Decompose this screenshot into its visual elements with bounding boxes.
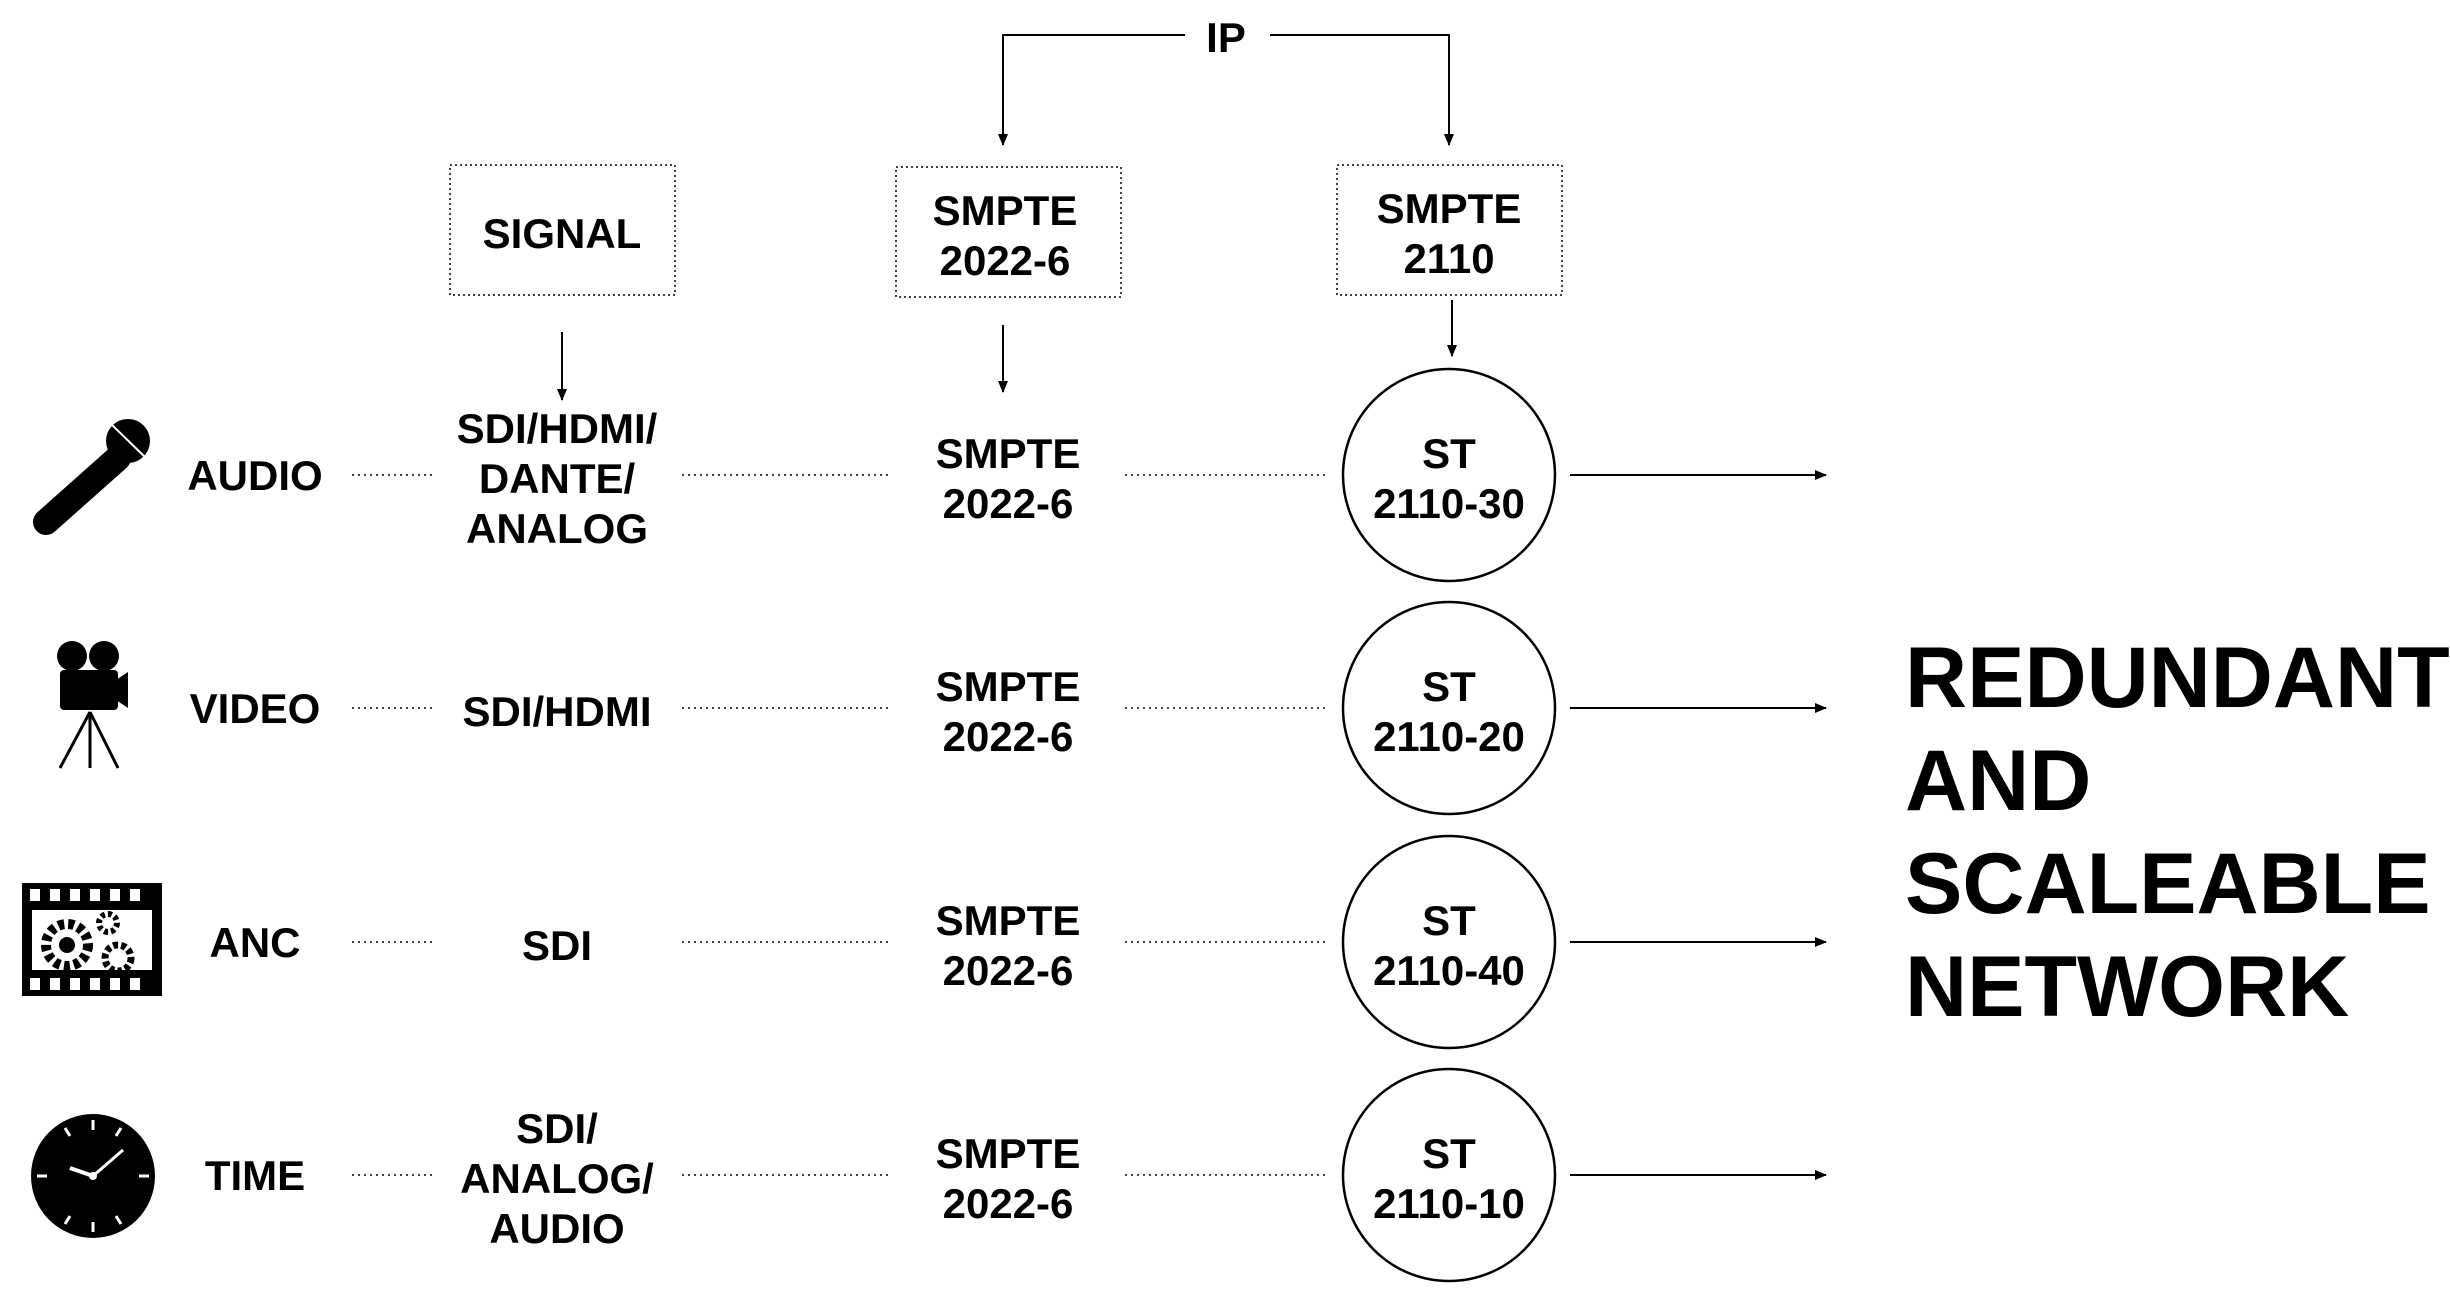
- signal-header-line-1: SIGNAL: [483, 210, 642, 257]
- time-signal-line-2: ANALOG/: [460, 1155, 654, 1202]
- signal-header-box: [449, 164, 676, 296]
- audio-signal-line-3: ANALOG: [466, 505, 648, 552]
- anc-signal-line-1: SDI: [522, 922, 592, 969]
- audio-label: AUDIO: [187, 452, 322, 499]
- ip-branch-right-connector: [1270, 34, 1454, 146]
- audio-signal-line-1: SDI/HDMI/: [457, 405, 658, 452]
- audio-st-line-2: 2110-30: [1373, 480, 1525, 527]
- anc-st-line-2: 2110-40: [1373, 947, 1525, 994]
- time-st-circle: [1341, 1067, 1557, 1283]
- video-smpte-line-1: SMPTE: [936, 663, 1081, 710]
- audio-signal-line-2: DANTE/: [479, 455, 636, 502]
- time-smpte-line-1: SMPTE: [936, 1130, 1081, 1177]
- network-label-line-3: SCALEABLE: [1905, 836, 2431, 932]
- anc-st-line-1: ST: [1422, 897, 1476, 944]
- anc-smpte-line-1: SMPTE: [936, 897, 1081, 944]
- video-label: VIDEO: [190, 685, 321, 732]
- signal-header-label: SIGNAL: [483, 210, 642, 257]
- video-st-line-2: 2110-20: [1373, 713, 1525, 760]
- time-signal-line-3: AUDIO: [489, 1205, 624, 1252]
- time-smpte-line-2: 2022-6: [943, 1180, 1074, 1227]
- audio-smpte-line-2: 2022-6: [943, 480, 1074, 527]
- video-st-line-1: ST: [1422, 663, 1476, 710]
- film-gears-icon: [22, 883, 162, 996]
- video-camera-icon: [57, 641, 128, 769]
- time-signal-line-1: SDI/: [516, 1105, 598, 1152]
- smpte-2110-header-line-1: SMPTE: [1377, 185, 1522, 232]
- anc-label: ANC: [210, 919, 301, 966]
- anc-smpte-line-2: 2022-6: [943, 947, 1074, 994]
- smpte-2022-header-box: [895, 166, 1122, 298]
- smpte-2022-header-line-1: SMPTE: [933, 187, 1078, 234]
- smpte-2110-header-box: [1336, 164, 1563, 296]
- time-st-line-2: 2110-10: [1373, 1180, 1525, 1227]
- time-label: TIME: [205, 1152, 305, 1199]
- microphone-icon: [33, 419, 150, 535]
- smpte-2022-header-line-2: 2022-6: [940, 237, 1071, 284]
- video-smpte-line-2: 2022-6: [943, 713, 1074, 760]
- ip-branch-left-connector: [998, 34, 1185, 146]
- network-label-line-2: AND: [1905, 733, 2091, 829]
- network-label-line-1: REDUNDANT: [1905, 630, 2450, 726]
- ip-label: IP: [1206, 14, 1246, 61]
- video-signal-line-1: SDI/HDMI: [463, 688, 652, 735]
- audio-st-circle: [1341, 367, 1557, 583]
- signal-rows: AUDIOSDI/HDMI/DANTE/ANALOGSMPTE2022-6ST2…: [187, 367, 1827, 1283]
- network-label-line-4: NETWORK: [1905, 939, 2349, 1035]
- anc-st-circle: [1341, 834, 1557, 1050]
- audio-smpte-line-1: SMPTE: [936, 430, 1081, 477]
- audio-st-line-1: ST: [1422, 430, 1476, 477]
- smpte-2110-header-line-2: 2110: [1403, 235, 1494, 282]
- video-st-circle: [1341, 600, 1557, 816]
- clock-icon: [31, 1114, 155, 1238]
- time-st-line-1: ST: [1422, 1130, 1476, 1177]
